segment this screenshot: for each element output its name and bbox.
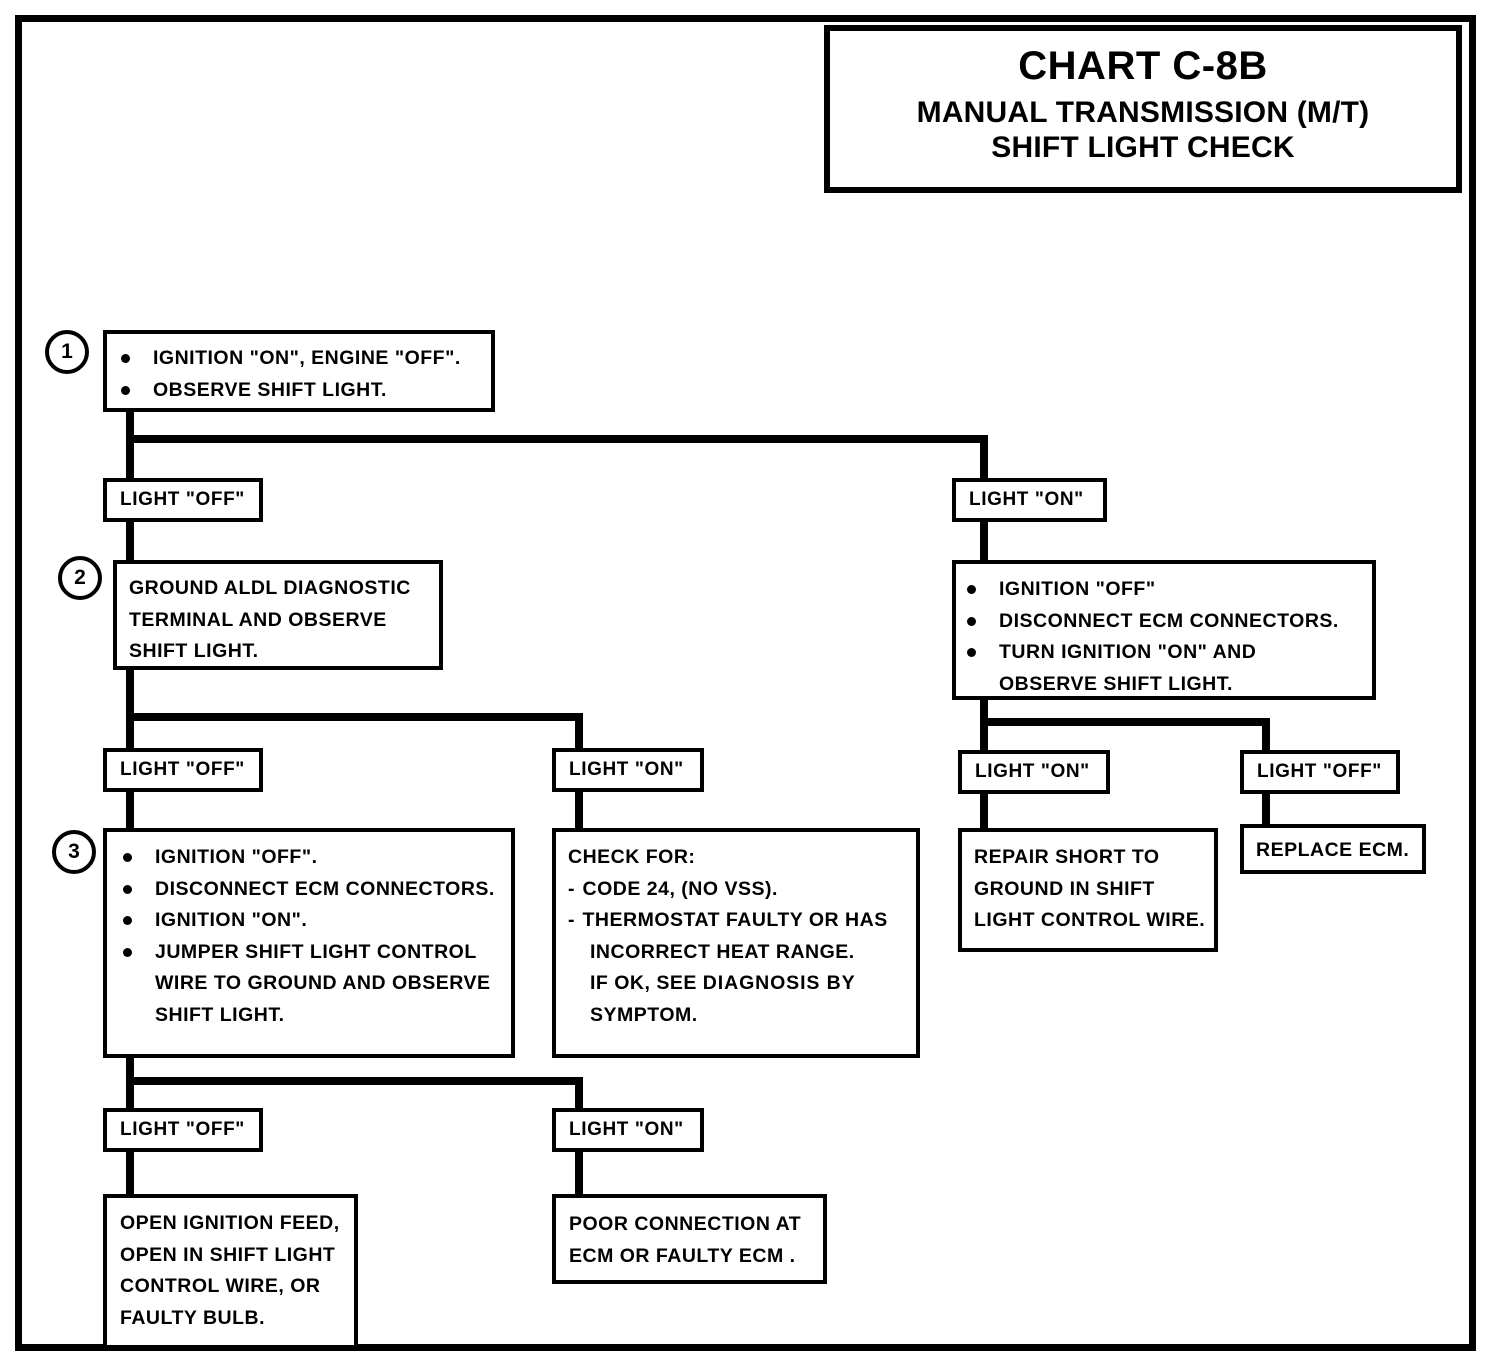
connector-lighton3-down [980,792,988,830]
step3-box: IGNITION "OFF". DISCONNECT ECM CONNECTOR… [103,828,515,1058]
step1-bullet-2: OBSERVE SHIFT LIGHT. [121,375,477,407]
step3-bullet-3: IGNITION "ON". [123,905,497,937]
connector-step1-left-down [126,435,134,480]
connector-step2-down [126,668,134,720]
connector-step3-right-down [575,1077,583,1113]
connector-lightoff1-down [126,520,134,565]
check-for-note-continuation: SYMPTOM. [590,1003,698,1026]
step2-line-3: SHIFT LIGHT. [129,640,259,663]
bullet-dot-icon [123,884,132,894]
connector-lighton2-down [575,790,583,830]
bullet-dot-icon [967,616,976,626]
right-branch-continuation: OBSERVE SHIFT LIGHT. [999,672,1233,695]
step3-continuation-1: WIRE TO GROUND AND OBSERVE [155,972,491,995]
connector-lightoff2-down [126,790,134,830]
check-for-heading: CHECK FOR: [568,846,696,868]
chart-title-line-2: SHIFT LIGHT CHECK [991,131,1295,165]
connector-step1-down [126,409,134,442]
right-branch-bullet-2: DISCONNECT ECM CONNECTORS. [967,606,1358,638]
label-light-off-2: LIGHT "OFF" [103,748,263,792]
label-light-off-1: LIGHT "OFF" [103,478,263,522]
check-for-item-2-continuation: INCORRECT HEAT RANGE. [590,940,855,963]
step3-bullet-1: IGNITION "OFF". [123,842,497,874]
step1-box: IGNITION "ON", ENGINE "OFF". OBSERVE SHI… [103,330,495,412]
bullet-dot-icon [121,354,130,363]
bullet-dot-icon [123,947,132,957]
bullet-dot-icon [123,853,132,862]
connector-step1-horizontal [126,435,988,443]
label-light-off-3: LIGHT "OFF" [1240,750,1400,794]
bullet-dot-icon [967,585,976,594]
right-branch-box: IGNITION "OFF" DISCONNECT ECM CONNECTORS… [952,560,1376,700]
open-ignition-line-1: OPEN IGNITION FEED, [120,1212,340,1234]
right-branch-bullet-1: IGNITION "OFF" [967,574,1358,606]
step3-bullet-2: DISCONNECT ECM CONNECTORS. [123,874,497,906]
repair-short-line-2: GROUND IN SHIFT [974,877,1155,900]
connector-step2-horizontal [126,713,583,721]
check-for-note-prefix: IF OK, SEE [590,972,703,995]
replace-ecm-box: REPLACE ECM. [1240,824,1426,874]
step1-bullet-1: IGNITION "ON", ENGINE "OFF". [121,343,477,375]
connector-step2-right-down [575,713,583,751]
repair-short-line-3: LIGHT CONTROL WIRE. [974,909,1206,932]
chart-id: CHART C-8B [1018,44,1268,88]
label-light-on-3: LIGHT "ON" [958,750,1110,794]
label-light-off-4: LIGHT "OFF" [103,1108,263,1152]
page-border [15,15,1476,1351]
step3-continuation-2: SHIFT LIGHT. [155,1003,285,1026]
connector-step1-right-down [980,435,988,480]
step-number-2: 2 [58,556,102,600]
connector-lighton4-down [575,1152,583,1197]
bullet-dot-icon [121,385,130,395]
poor-connection-line-1: POOR CONNECTION AT [569,1213,802,1235]
connector-rightecm-right-down [1262,718,1270,753]
check-for-note-emphasis: DIAGNOSIS BY [702,972,856,995]
bullet-dot-icon [123,916,132,926]
dash-icon: - [568,877,575,900]
connector-step3-horizontal [126,1077,583,1085]
connector-lighton1-down [980,520,988,565]
connector-step2-left-down [126,713,134,751]
open-ignition-line-2: OPEN IN SHIFT LIGHT [120,1243,336,1266]
replace-ecm-line: REPLACE ECM. [1256,839,1410,861]
connector-rightecm-horizontal [980,718,1270,726]
chart-title-line-1: MANUAL TRANSMISSION (M/T) [916,96,1370,129]
connector-lightoff3-down [1262,792,1270,824]
check-for-note: IF OK, SEE DIAGNOSIS BY [568,968,902,1000]
check-for-item-2: - THERMOSTAT FAULTY OR HAS [568,905,902,937]
repair-short-box: REPAIR SHORT TO GROUND IN SHIFT LIGHT CO… [958,828,1218,952]
open-ignition-line-4: FAULTY BULB. [120,1306,266,1329]
repair-short-line-1: REPAIR SHORT TO [974,846,1160,868]
step2-line-2: TERMINAL AND OBSERVE [129,608,387,631]
open-ignition-line-3: CONTROL WIRE, OR [120,1275,321,1298]
poor-connection-box: POOR CONNECTION AT ECM OR FAULTY ECM . [552,1194,827,1284]
poor-connection-line-2: ECM OR FAULTY ECM . [569,1244,796,1267]
step2-line-1: GROUND ALDL DIAGNOSTIC [129,577,411,599]
dash-icon: - [568,909,575,932]
connector-step3-down [126,1058,134,1113]
label-light-on-4: LIGHT "ON" [552,1108,704,1152]
label-light-on-1: LIGHT "ON" [952,478,1107,522]
step-number-3: 3 [52,830,96,874]
right-branch-bullet-3: TURN IGNITION "ON" AND [967,637,1358,669]
step3-bullet-4: JUMPER SHIFT LIGHT CONTROL [123,937,497,969]
bullet-dot-icon [967,648,976,658]
check-for-item-1: - CODE 24, (NO VSS). [568,874,902,906]
connector-lightoff4-down [126,1152,134,1197]
step-number-1: 1 [45,330,89,374]
open-ignition-box: OPEN IGNITION FEED, OPEN IN SHIFT LIGHT … [103,1194,358,1349]
step2-box: GROUND ALDL DIAGNOSTIC TERMINAL AND OBSE… [113,560,443,670]
check-for-box: CHECK FOR: - CODE 24, (NO VSS). - THERMO… [552,828,920,1058]
chart-title-block: CHART C-8B MANUAL TRANSMISSION (M/T) SHI… [824,25,1462,193]
label-light-on-2: LIGHT "ON" [552,748,704,792]
